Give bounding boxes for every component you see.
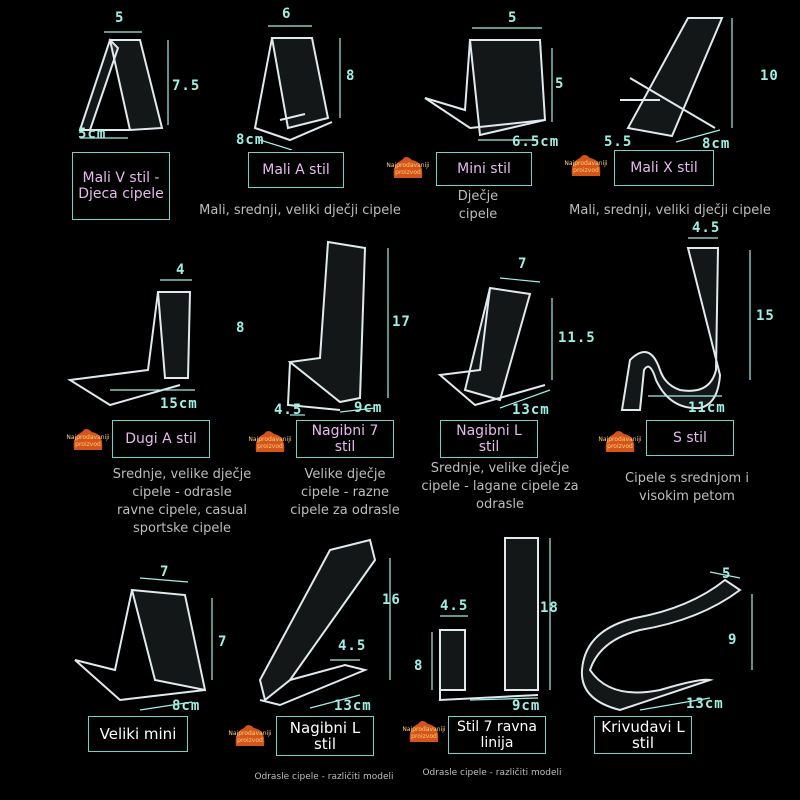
product-mali-a: 6 8 8cm Mali A stil	[200, 0, 400, 230]
dim-width: 4.5	[338, 638, 367, 654]
dim-depth: 13cm	[334, 698, 372, 714]
product-dugi-a: 4 8 15cm	[0, 250, 244, 550]
dim-height: 10	[760, 68, 779, 84]
product-label: Mali A stil	[248, 152, 344, 188]
dim-depth: 8cm	[236, 132, 265, 148]
dim-height: 17	[392, 314, 411, 330]
product-mali-x: 10 5.5 8cm Najprodavaniji proizvod Mali …	[564, 0, 800, 230]
dim-height: 15	[756, 308, 775, 324]
stand-illustration	[437, 277, 553, 409]
stand-illustration	[74, 577, 213, 711]
stand-illustration	[78, 31, 169, 139]
product-s: 4.5 15 11cm	[600, 220, 800, 420]
dim-height: 16	[382, 592, 401, 608]
bestseller-badge: Najprodavaniji proizvod	[386, 152, 430, 182]
product-description: Srednje, velike dječje cipele - lagane c…	[421, 461, 579, 512]
dim-height: 8	[236, 320, 246, 336]
product-description: Odrasle cipele - različiti modeli	[422, 768, 562, 778]
dim-width: 7	[160, 564, 170, 580]
dim-width: 5	[508, 10, 518, 26]
product-nagibni-l: 7 11.5 13cm	[420, 250, 620, 420]
product-nagibni-l-tall: 16 4.5 13cm	[250, 530, 420, 720]
dim-depth: 9cm	[354, 400, 383, 416]
product-label: Krivudavi L stil	[594, 716, 692, 754]
dim-width: 7	[518, 256, 528, 272]
stand-illustration	[67, 279, 195, 407]
dim-width: 4	[176, 262, 186, 278]
product-description: Cipele s srednjom i visokim petom	[625, 471, 749, 504]
product-label: S stil	[646, 420, 734, 456]
dim-depth: 8cm	[172, 698, 201, 714]
dim-height: 7	[218, 634, 228, 650]
product-label: Mali V stil - Djeca cipele	[72, 152, 170, 220]
dim-height: 8	[346, 68, 356, 84]
product-label: Mali X stil	[614, 150, 714, 186]
dim-width: 4.5	[692, 220, 721, 236]
product-description: Velike dječje cipele - razne cipele za o…	[290, 467, 400, 518]
stand-illustration	[258, 538, 391, 709]
product-label: Nagibni 7 stil	[296, 420, 394, 458]
product-description: Dječje cipele	[457, 189, 499, 222]
product-description: Mali, srednji, veliki dječji cipele	[199, 203, 401, 218]
dim-width: 5	[115, 10, 125, 26]
dim-height: 18	[540, 600, 559, 616]
stand-illustration	[620, 17, 733, 143]
stand-illustration	[620, 237, 751, 411]
dim-height: 5	[555, 76, 565, 92]
dim-height: 11.5	[558, 330, 596, 346]
dim-front-height: 8	[414, 658, 424, 674]
product-label: Stil 7 ravna linija	[448, 716, 546, 754]
dim-depth: 8cm	[702, 136, 731, 152]
product-krivudavi-l: 5 9 13cm	[580, 560, 800, 720]
product-label: Dugi A stil	[112, 420, 210, 458]
product-stil-7-ravna: 4.5 18 8 9cm	[410, 530, 580, 720]
bestseller-badge: Najprodavaniji proizvod	[402, 716, 446, 746]
dim-width: 4.5	[274, 402, 303, 418]
product-description: Srednje, velike dječje cipele - odrasle …	[112, 467, 252, 536]
dim-width: 5.5	[604, 134, 633, 150]
dim-depth: 13cm	[512, 402, 550, 418]
dim-width: 5	[722, 566, 732, 582]
dim-width: 4.5	[440, 598, 469, 614]
dim-depth: 5cm	[78, 126, 107, 142]
stand-illustration	[431, 537, 551, 702]
bestseller-badge: Najprodavaniji proizvod	[598, 426, 642, 456]
product-description: Odrasle cipele - različiti modeli	[254, 772, 394, 782]
product-label: Nagibni L stil	[440, 420, 538, 458]
dim-depth: 9cm	[512, 698, 541, 714]
bestseller-badge: Najprodavaniji proizvod	[66, 424, 110, 454]
product-mini: 5 5 6.5cm Najprodavaniji proizvod Mini s…	[386, 0, 600, 230]
dim-width: 6	[282, 6, 292, 22]
bestseller-badge: Najprodavaniji proizvod	[564, 150, 608, 180]
dim-height: 7.5	[172, 78, 201, 94]
stand-illustration	[424, 27, 553, 141]
product-description: Mali, srednji, veliki dječji cipele	[569, 203, 771, 218]
product-label: Nagibni L stil	[276, 716, 374, 756]
dim-depth: 6.5cm	[512, 134, 560, 150]
bestseller-badge: Najprodavaniji proizvod	[228, 720, 272, 750]
product-mali-v: 5 7.5 5cm Mali V stil - Djeca cipele	[0, 0, 200, 230]
stand-illustration	[580, 571, 753, 712]
dim-depth: 15cm	[160, 396, 198, 412]
product-label: Veliki mini	[88, 716, 188, 752]
stand-illustration	[253, 25, 341, 150]
dim-height: 9	[728, 632, 738, 648]
bestseller-badge: Najprodavaniji proizvod	[248, 426, 292, 456]
dim-depth: 13cm	[686, 696, 724, 712]
product-nagibni-7: 17 4.5 9cm	[250, 240, 420, 420]
product-veliki-mini: 7 7 8cm	[60, 560, 240, 720]
dim-depth: 11cm	[688, 400, 726, 416]
stand-illustration	[286, 240, 389, 416]
product-label: Mini stil	[436, 152, 532, 186]
